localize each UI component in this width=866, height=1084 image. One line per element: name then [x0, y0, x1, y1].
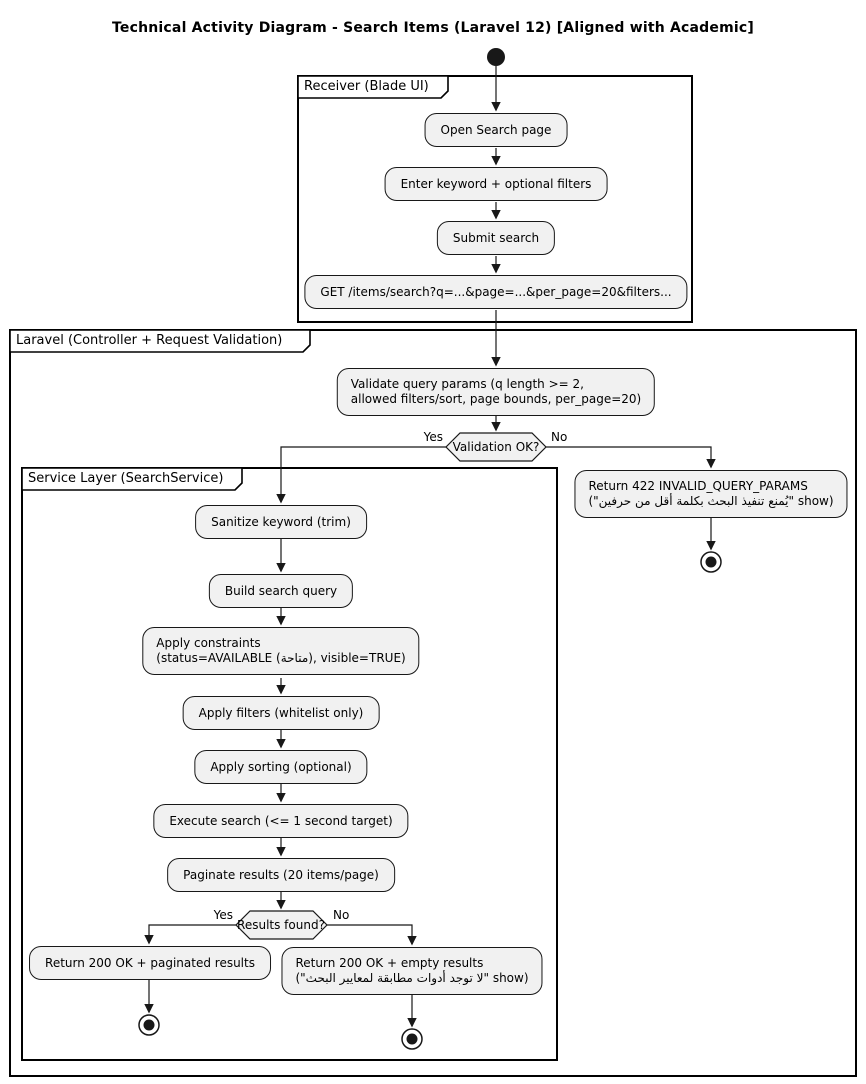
partition-receiver-tab	[297, 75, 449, 99]
decision-results-shape	[235, 910, 328, 940]
activity-apply-filters: Apply filters (whitelist only)	[182, 696, 380, 730]
partition-label-laravel: Laravel (Controller + Request Validation…	[16, 333, 283, 348]
activity-return-422: Return 422 INVALID_QUERY_PARAMS (show "ي…	[574, 470, 848, 518]
branch-label-results-yes: Yes	[213, 908, 233, 922]
partition-label-receiver: Receiver (Blade UI)	[304, 79, 429, 94]
apply-constraints-line2: (status=AVAILABLE (متاحة), visible=TRUE)	[156, 651, 406, 665]
partition-label-service: Service Layer (SearchService)	[28, 471, 224, 486]
activity-return-paginated: Return 200 OK + paginated results	[29, 946, 271, 980]
decision-validation-question: Validation OK?	[452, 440, 540, 454]
apply-constraints-line1: Apply constraints	[156, 636, 261, 650]
decision-validation-shape	[445, 432, 547, 462]
activity-return-empty: Return 200 OK + empty results (show "لا …	[281, 947, 543, 995]
return-empty-line2-arabic: (show "لا توجد أدوات مطابقة لمعايير البح…	[295, 971, 529, 985]
activity-execute-search: Execute search (<= 1 second target)	[153, 804, 409, 838]
activity-open-search-page: Open Search page	[424, 113, 568, 147]
validate-params-line1: Validate query params (q length >= 2,	[350, 377, 584, 391]
activity-sanitize-keyword: Sanitize keyword (trim)	[195, 505, 367, 539]
return-422-line1: Return 422 INVALID_QUERY_PARAMS	[588, 479, 808, 493]
activity-get-request: GET /items/search?q=...&page=...&per_pag…	[304, 275, 688, 309]
return-422-line2-arabic: (show "يُمنع تنفيذ البحث بكلمة أقل من حر…	[588, 494, 834, 508]
activity-submit-search: Submit search	[436, 221, 556, 255]
partition-laravel-tab	[9, 329, 311, 353]
branch-label-results-no: No	[333, 908, 350, 922]
branch-label-validation-yes: Yes	[423, 430, 443, 444]
activity-build-query: Build search query	[208, 574, 354, 608]
activity-apply-constraints: Apply constraints (status=AVAILABLE (متا…	[142, 627, 420, 675]
return-empty-line1: Return 200 OK + empty results	[295, 956, 484, 970]
validate-params-line2: allowed filters/sort, page bounds, per_p…	[350, 392, 642, 406]
activity-validate-params: Validate query params (q length >= 2, al…	[336, 368, 656, 416]
partition-laravel-border	[9, 329, 857, 1077]
end-node-paginated	[138, 1014, 160, 1036]
decision-results-question: Results found?	[237, 918, 325, 932]
partition-receiver-border	[297, 75, 693, 323]
branch-label-validation-no: No	[551, 430, 568, 444]
end-node-empty	[401, 1028, 423, 1050]
partition-service-tab	[21, 467, 243, 491]
activity-paginate-results: Paginate results (20 items/page)	[167, 858, 395, 892]
activity-enter-keyword: Enter keyword + optional filters	[384, 167, 608, 201]
flow-results-yes	[144, 924, 236, 945]
partition-service-border	[21, 467, 558, 1061]
flow-validation-no	[546, 446, 716, 469]
end-node-invalid-params	[700, 551, 722, 573]
flow-validation-yes	[276, 446, 446, 504]
activity-apply-sorting: Apply sorting (optional)	[194, 750, 368, 784]
diagram-title: Technical Activity Diagram - Search Item…	[112, 20, 754, 36]
start-node	[487, 48, 505, 66]
flow-results-no	[327, 924, 417, 946]
